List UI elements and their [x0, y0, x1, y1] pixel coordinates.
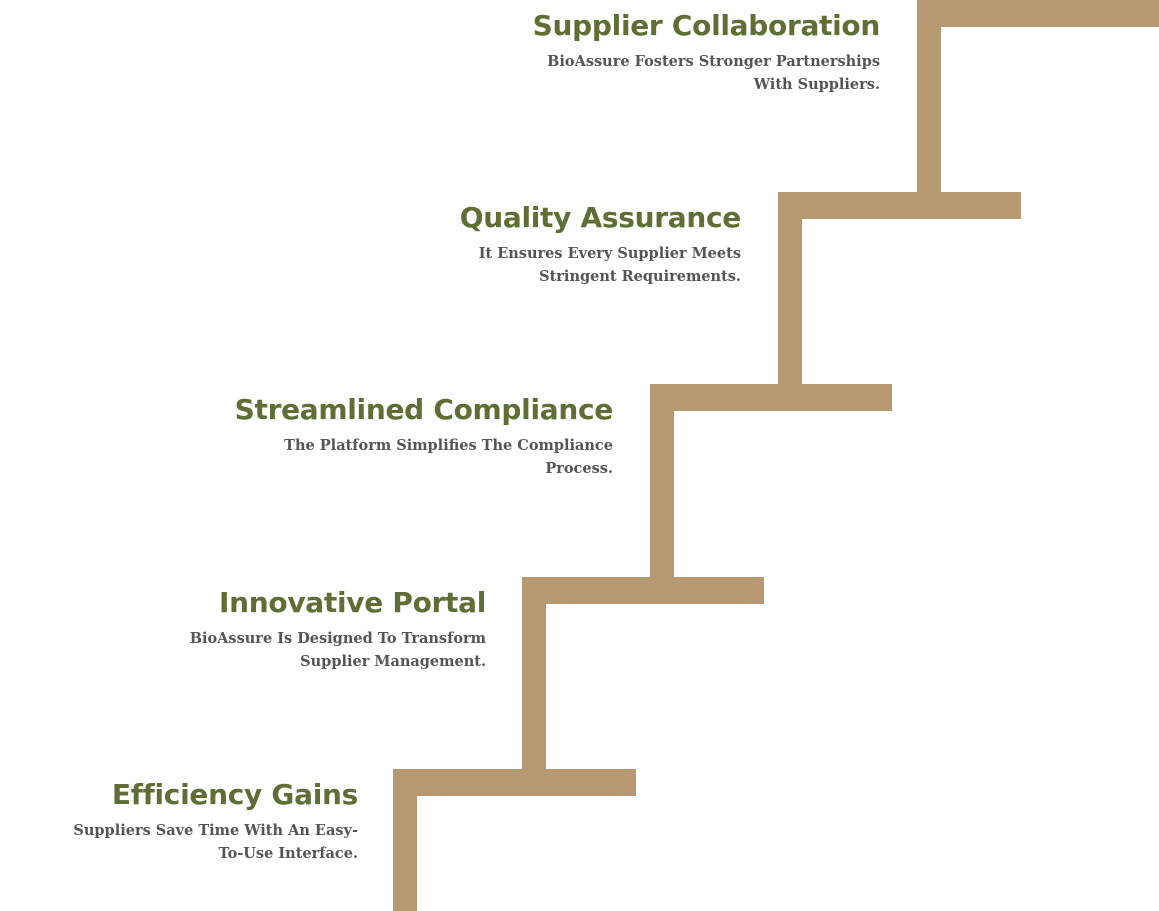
step-title: Efficiency Gains — [111, 778, 358, 811]
step-supplier-collaboration: Supplier Collaboration BioAssure Fosters… — [532, 6, 881, 96]
stair-riser-5 — [393, 769, 417, 911]
stair-tread-1 — [917, 0, 1159, 27]
step-title: Quality Assurance — [459, 201, 742, 234]
stair-riser-2 — [778, 192, 802, 411]
step-quality-assurance: Quality Assurance It Ensures Every Suppl… — [459, 198, 742, 288]
stair-riser-3 — [650, 384, 674, 604]
stair-tread-3 — [650, 384, 892, 411]
step-efficiency-gains: Efficiency Gains Suppliers Save Time Wit… — [73, 775, 358, 865]
stair-riser-4 — [522, 577, 546, 796]
step-streamlined-compliance: Streamlined Compliance The Platform Simp… — [234, 390, 614, 480]
stair-tread-5 — [393, 769, 636, 796]
step-title: Streamlined Compliance — [234, 393, 614, 426]
step-title: Supplier Collaboration — [532, 9, 881, 42]
stair-tread-2 — [778, 192, 1021, 219]
stair-riser-1 — [917, 0, 941, 219]
stair-tread-4 — [522, 577, 764, 604]
step-title: Innovative Portal — [219, 586, 486, 619]
step-description: Suppliers Save Time With An Easy-To-Use … — [73, 822, 358, 862]
step-innovative-portal: Innovative Portal BioAssure Is Designed … — [189, 583, 487, 673]
